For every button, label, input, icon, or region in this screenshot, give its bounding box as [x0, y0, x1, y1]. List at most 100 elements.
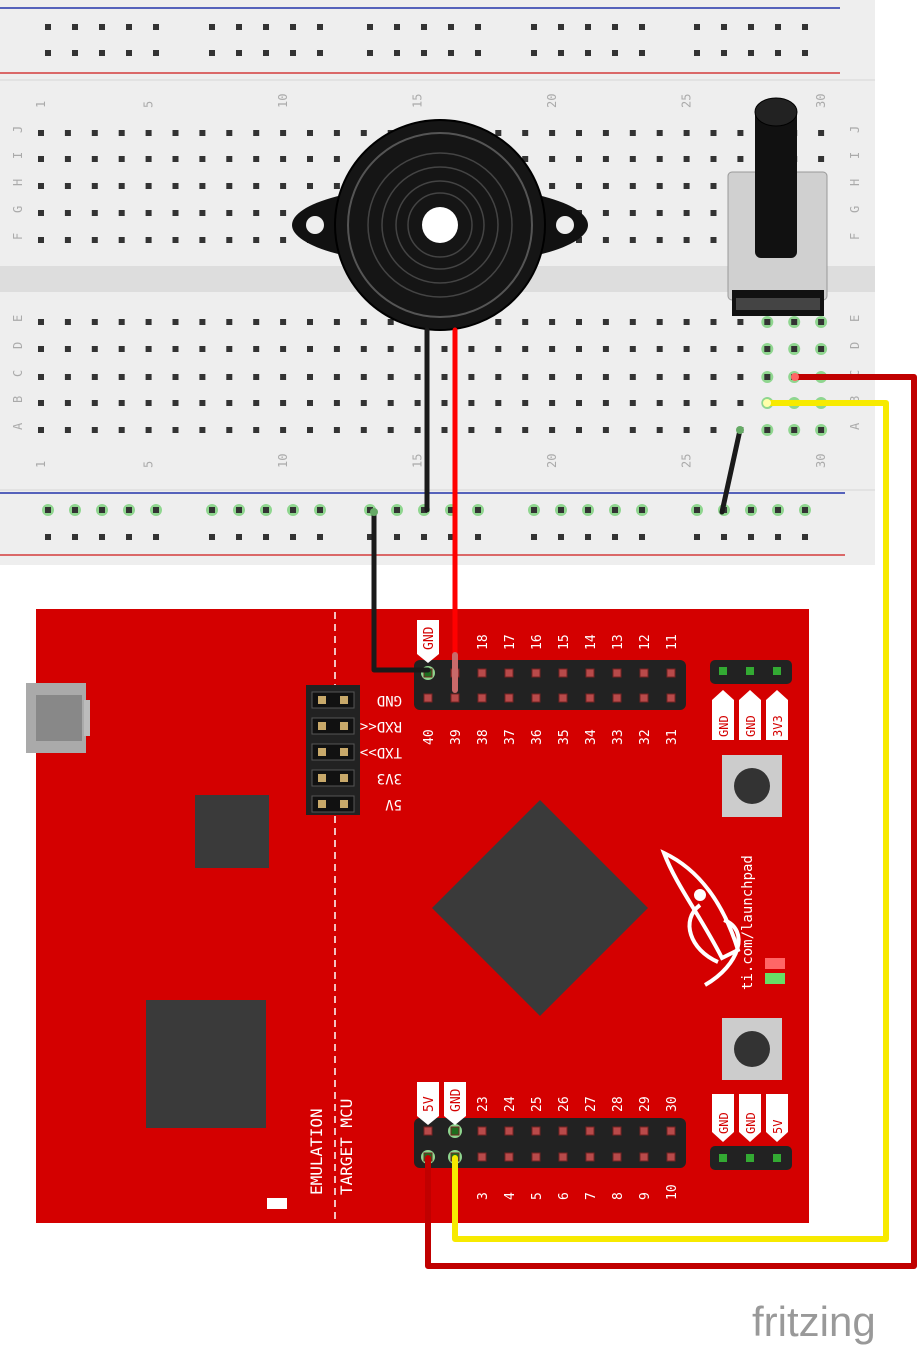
header-pin — [531, 1152, 541, 1162]
breadboard-hole — [38, 183, 44, 189]
pin-label-text: 26 — [557, 1096, 572, 1112]
power-pin — [719, 667, 727, 675]
breadboard-hole — [199, 156, 206, 162]
pin-label: 28 — [611, 1096, 626, 1112]
pin-label: 14 — [584, 634, 599, 650]
target-mcu-chip — [432, 800, 648, 1016]
rail-hole — [236, 24, 242, 30]
row-letter: A — [11, 422, 25, 430]
breadboard-hole — [64, 427, 71, 433]
rail-hole — [721, 50, 727, 56]
breadboard-hole — [629, 346, 636, 352]
pin-label-text: 12 — [638, 634, 653, 650]
breadboard-hole — [522, 346, 529, 352]
breadboard-hole — [145, 237, 152, 243]
breadboard-hole — [360, 319, 367, 325]
column-number: 20 — [545, 454, 559, 468]
rail-hole — [126, 534, 132, 540]
rail-hole — [585, 24, 591, 30]
jumper-pin — [340, 748, 348, 756]
pin-label-text: 40 — [422, 729, 437, 745]
breadboard-hole — [253, 374, 260, 380]
rail-hole — [45, 50, 51, 56]
power-pin — [773, 667, 781, 675]
breadboard-hole — [145, 210, 152, 216]
pin-label-text: 33 — [611, 729, 626, 745]
rail-hole — [802, 50, 808, 56]
rail-hole — [317, 50, 323, 56]
rail-hole — [394, 507, 400, 513]
breadboard-hole — [629, 319, 636, 325]
rail-hole — [558, 507, 564, 513]
breadboard-hole — [118, 400, 125, 406]
rail-hole — [775, 534, 781, 540]
breadboard-hole — [818, 130, 825, 136]
led-red — [765, 958, 785, 969]
rail-hole — [72, 507, 78, 513]
column-number: 30 — [814, 94, 828, 108]
breadboard-hole — [387, 346, 394, 352]
pin-label-text: GND — [449, 1088, 464, 1112]
breadboard-hole — [64, 237, 71, 243]
breadboard-hole — [118, 156, 125, 162]
breadboard-hole — [360, 427, 367, 433]
pin-label: 38 — [476, 729, 491, 745]
rail-hole — [612, 534, 618, 540]
rail-hole — [421, 534, 427, 540]
rail-hole — [236, 50, 242, 56]
breadboard-hole — [91, 319, 98, 325]
piezo-buzzer — [292, 119, 588, 331]
rail-hole — [748, 24, 754, 30]
row-letter: H — [848, 179, 862, 186]
rail-hole — [558, 24, 564, 30]
rail-hole — [263, 50, 269, 56]
breadboard-hole — [629, 237, 636, 243]
breadboard-hole — [280, 400, 287, 406]
breadboard-hole — [602, 374, 609, 380]
breadboard-hole — [91, 237, 98, 243]
pin-label-text: 11 — [665, 634, 680, 650]
row-letter: D — [848, 342, 862, 349]
potentiometer-knob[interactable] — [755, 110, 797, 258]
pin-label: 34 — [584, 729, 599, 745]
breadboard-hole — [91, 346, 98, 352]
power-label-text: 5V — [771, 1120, 785, 1134]
column-number: 15 — [411, 94, 425, 108]
breadboard-hole — [576, 346, 582, 352]
row-letter: B — [11, 396, 25, 403]
breadboard-hole — [414, 427, 421, 433]
breadboard-hole — [387, 319, 394, 325]
pin-label-text: 10 — [665, 1184, 680, 1200]
pin-label: 6 — [557, 1192, 572, 1200]
breadboard-hole — [710, 156, 717, 162]
breadboard-hole — [441, 374, 448, 380]
column-number: 10 — [276, 454, 290, 468]
rail-hole — [694, 24, 700, 30]
rail-hole — [153, 50, 159, 56]
rail-hole — [612, 24, 618, 30]
emulation-chip-small — [195, 795, 269, 868]
power-label-flag — [712, 1094, 734, 1142]
rail-hole — [209, 50, 215, 56]
header-pin — [450, 1126, 460, 1136]
breadboard-hole — [629, 427, 636, 433]
jumper-pin — [340, 696, 348, 704]
breadboard-hole — [360, 400, 367, 406]
breadboard-hole — [226, 130, 233, 136]
header-pin — [531, 668, 541, 678]
breadboard-hole — [172, 156, 179, 162]
pin-label-flag — [417, 1082, 439, 1125]
pin-label: 11 — [665, 634, 680, 650]
column-number: 10 — [276, 94, 290, 108]
header-pin — [639, 693, 649, 703]
rail-hole — [153, 534, 159, 540]
pin-label-text: 17 — [503, 634, 518, 650]
breadboard-hole — [629, 156, 636, 162]
breadboard-hole — [656, 183, 663, 189]
breadboard-hole — [495, 374, 502, 380]
rail-hole — [448, 24, 454, 30]
breadboard-hole — [576, 374, 582, 380]
header-pin — [504, 693, 514, 703]
breadboard-hole — [118, 210, 125, 216]
pin-label: 40 — [422, 729, 437, 745]
